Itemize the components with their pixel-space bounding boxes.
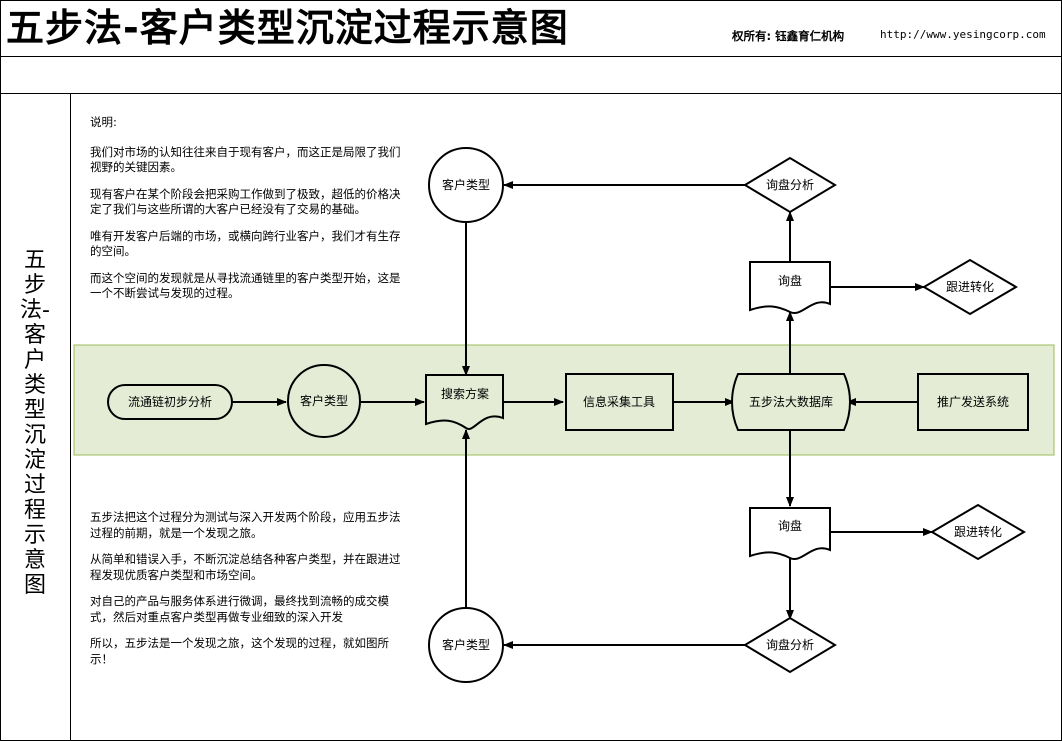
intro-paragraph-4: 而这个空间的发现就是从寻找流通链里的客户类型开始，这是一个不断尝试与发现的过程。 [90, 270, 401, 301]
node-promotion: 推广发送系统 [917, 373, 1029, 431]
outro-text: 五步法把这个过程分为测试与深入开发两个阶段，应用五步法过程的前期，就是一个发现之… [90, 510, 410, 678]
node-search-plan: 搜索方案 [425, 374, 504, 430]
intro-paragraph-3: 唯有开发客户后端的市场，或横向跨行业客户，我们才有生存的空间。 [90, 228, 401, 259]
sidebar-title: 五步法-客户类型沉淀过程示意图 [20, 248, 50, 598]
node-info-tool: 信息采集工具 [565, 373, 674, 431]
intro-paragraph-2: 现有客户在某个阶段会把采购工作做到了极致，超低的价格决定了我们与这些所谓的大客户… [90, 186, 401, 217]
node-search-plan-label: 搜索方案 [441, 386, 489, 401]
node-customer-type-top: 客户类型 [428, 147, 504, 223]
node-info-tool-label: 信息采集工具 [583, 394, 655, 409]
intro-paragraph-1: 我们对市场的认知往往来自于现有客户，而这正是局限了我们视野的关键因素。 [90, 144, 401, 175]
node-followup-top: 跟进转化 [922, 258, 1018, 316]
node-customer-type-mid: 客户类型 [287, 364, 361, 438]
copyright-text: 权所有: 钰鑫育仁机构 [732, 29, 845, 43]
node-customer-type-bottom: 客户类型 [428, 607, 504, 683]
outro-paragraph-3: 对自己的产品与服务体系进行微调，最终找到流畅的成交模式，然后对重点客户类型再做专… [90, 594, 389, 624]
node-customer-type-mid-label: 客户类型 [300, 393, 348, 408]
node-analysis-top-label: 询盘分析 [766, 177, 814, 192]
node-database: 五步法大数据库 [731, 373, 851, 431]
node-inquiry-top-label: 询盘 [778, 273, 802, 288]
outro-paragraph-2: 从简单和错误入手，不断沉淀总结各种客户类型，并在跟进过程发现优质客户类型和市场空… [90, 552, 401, 582]
node-database-label: 五步法大数据库 [749, 394, 833, 409]
intro-text: 说明: 我们对市场的认知往往来自于现有客户，而这正是局限了我们视野的关键因素。 … [90, 115, 410, 313]
node-analysis-bottom-label: 询盘分析 [766, 637, 814, 652]
outro-paragraph-1: 五步法把这个过程分为测试与深入开发两个阶段，应用五步法过程的前期，就是一个发现之… [90, 510, 401, 540]
node-analysis-bottom: 询盘分析 [743, 616, 837, 674]
node-inquiry-bottom: 询盘 [749, 507, 831, 561]
process-band [73, 344, 1055, 456]
page-title: 五步法-客户类型沉淀过程示意图 [6, 6, 569, 50]
node-start: 流通链初步分析 [107, 384, 233, 420]
outro-paragraph-4: 所以，五步法是一个发现之旅，这个发现的过程，就如图所示！ [90, 636, 389, 666]
node-customer-type-bottom-label: 客户类型 [442, 637, 490, 652]
intro-heading: 说明: [90, 115, 117, 129]
node-promotion-label: 推广发送系统 [937, 394, 1009, 409]
node-followup-bottom-label: 跟进转化 [954, 524, 1002, 539]
node-analysis-top: 询盘分析 [743, 156, 837, 214]
connectors [232, 181, 933, 649]
node-start-label: 流通链初步分析 [128, 394, 212, 409]
website-url[interactable]: http://www.yesingcorp.com [880, 28, 1046, 41]
node-customer-type-top-label: 客户类型 [442, 177, 490, 192]
node-followup-bottom: 跟进转化 [930, 503, 1026, 561]
node-followup-top-label: 跟进转化 [946, 279, 994, 294]
node-inquiry-top: 询盘 [749, 261, 831, 315]
node-inquiry-bottom-label: 询盘 [778, 518, 802, 533]
